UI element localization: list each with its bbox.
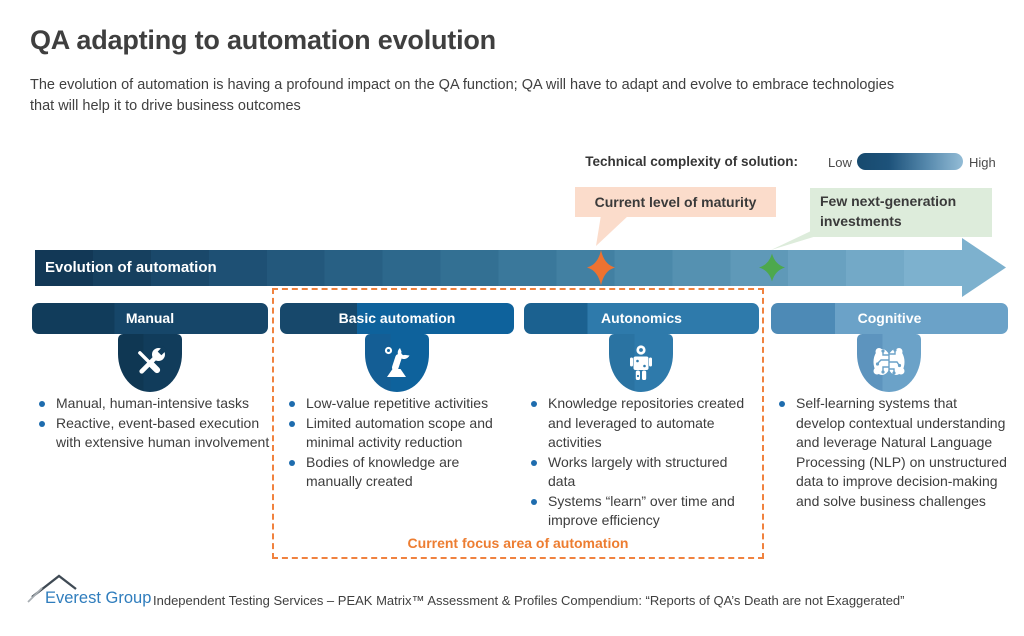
stage-header-cognitive: Cognitive (771, 303, 1008, 334)
page-subtitle: The evolution of automation is having a … (30, 77, 895, 114)
everest-peak-icon (27, 574, 77, 603)
page-title: QA adapting to automation evolution (30, 25, 496, 55)
brain-icon (873, 348, 905, 376)
bullet-item: Knowledge repositories created and lever… (526, 394, 758, 453)
complexity-gradient-bar (857, 153, 963, 170)
current-focus-area-box: Current focus area of automation (272, 288, 764, 559)
bullet-item: Self-learning systems that develop conte… (774, 394, 1008, 511)
callout-next-gen-investments: Few next-generation investments (810, 188, 992, 237)
report-title: Independent Testing Services – PEAK Matr… (153, 593, 905, 608)
robot-arm-icon (384, 346, 410, 377)
stage-header-autonomics: Autonomics (524, 303, 759, 334)
everest-group-logo: Everest Group (45, 589, 152, 607)
stage-header-basic-automation: Basic automation (280, 303, 514, 334)
bullet-item: Low-value repetitive activities (284, 394, 512, 414)
bullet-item: Bodies of knowledge are manually created (284, 453, 512, 492)
autonomics-badge (609, 334, 673, 392)
evolution-arrow (35, 250, 962, 286)
legend-low-label: Low (828, 155, 852, 170)
bullet-item: Systems “learn” over time and improve ef… (526, 492, 758, 531)
maturity-callout-tail (596, 215, 629, 246)
bullet-item: Limited automation scope and minimal act… (284, 414, 512, 453)
legend-high-label: High (969, 155, 996, 170)
stage-header-manual: Manual (32, 303, 268, 334)
evolution-arrow-label: Evolution of automation (45, 259, 217, 276)
complexity-legend-label: Technical complexity of solution: (585, 154, 798, 169)
arrow-head (962, 238, 1006, 297)
robot-icon (630, 345, 652, 380)
callout-current-maturity: Current level of maturity (575, 187, 776, 217)
manual-badge (118, 334, 182, 392)
bullet-item: Manual, human-intensive tasks (34, 394, 272, 414)
current-focus-area-label: Current focus area of automation (407, 535, 629, 551)
bullet-item: Reactive, event-based execution with ext… (34, 414, 272, 453)
bullet-item: Works largely with structured data (526, 453, 758, 492)
cognitive-badge (857, 334, 921, 392)
tools-icon (138, 346, 167, 374)
autonomics-bullet-list: Knowledge repositories created and lever… (526, 394, 758, 531)
cognitive-bullet-list: Self-learning systems that develop conte… (774, 394, 1008, 511)
basic-automation-badge (365, 334, 429, 392)
